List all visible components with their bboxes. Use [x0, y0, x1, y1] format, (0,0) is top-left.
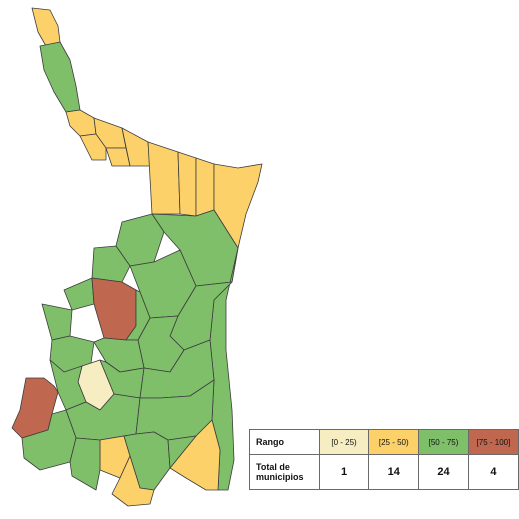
municipality	[111, 455, 155, 507]
municipality	[147, 141, 181, 215]
municipality	[79, 133, 107, 161]
municipality	[177, 151, 197, 217]
legend-range-0: [0 - 25)	[318, 429, 370, 455]
municipality	[91, 245, 131, 283]
legend-range-label: [75 - 100]	[476, 437, 511, 447]
municipality	[65, 109, 97, 137]
municipality	[69, 437, 101, 491]
municipality	[195, 157, 215, 217]
legend-range-label: [25 - 50)	[378, 437, 409, 447]
legend-header-total: Total de municipios	[249, 454, 320, 490]
legend-count-3: 4	[467, 454, 519, 490]
municipality	[91, 277, 137, 341]
municipality	[49, 359, 87, 411]
legend-count-row: Total de municipios 1 14 24 4	[249, 454, 519, 490]
municipality	[41, 303, 73, 341]
legend-range-label: [50 - 75)	[428, 437, 459, 447]
legend-count-0: 1	[318, 454, 370, 490]
municipality	[39, 41, 81, 113]
legend-range-label: [0 - 25)	[331, 437, 357, 447]
legend-range-1: [25 - 50)	[368, 429, 420, 455]
municipality	[31, 7, 61, 47]
legend-header-range: Rango	[249, 429, 320, 455]
municipality	[63, 277, 95, 311]
municipality	[167, 435, 197, 469]
municipality	[169, 419, 221, 491]
legend-range-3: [75 - 100]	[467, 429, 519, 455]
legend-range-2: [50 - 75)	[418, 429, 469, 455]
legend-table: Rango [0 - 25) [25 - 50) [50 - 75) [75 -…	[249, 429, 519, 490]
legend-count-1: 14	[368, 454, 420, 490]
legend-count-2: 24	[418, 454, 469, 490]
legend-range-row: Rango [0 - 25) [25 - 50) [50 - 75) [75 -…	[249, 429, 519, 455]
